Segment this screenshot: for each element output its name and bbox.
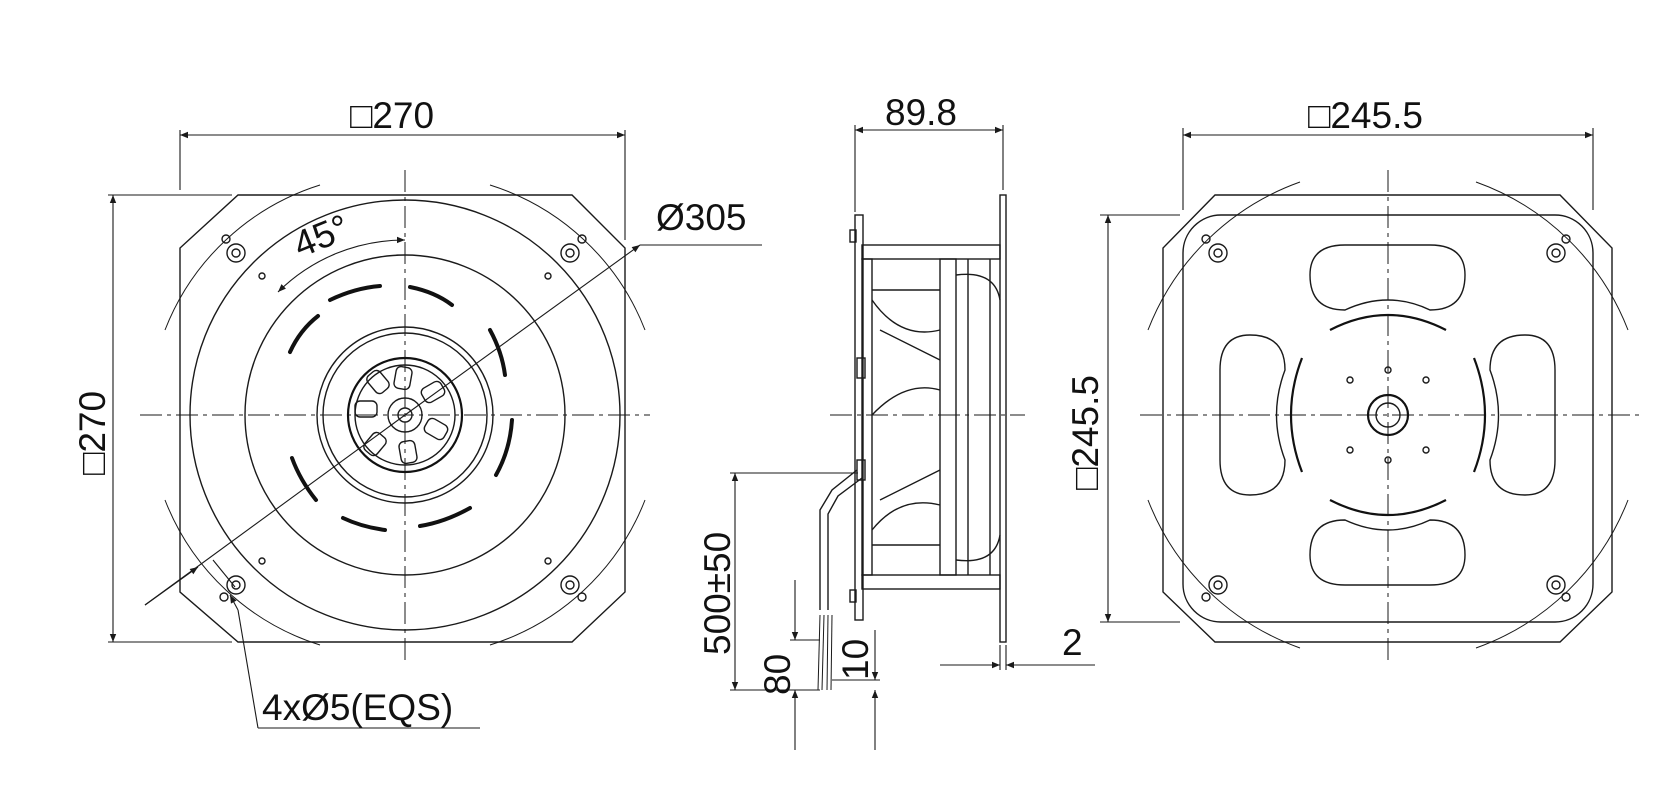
holes-label: 4xØ5(EQS) — [262, 687, 453, 728]
rear-frame — [1162, 194, 1613, 643]
hub-vanes — [354, 365, 449, 465]
wire-end-label: 10 — [835, 639, 876, 680]
front-frame — [179, 194, 626, 643]
flange-thickness-label: 2 — [1062, 622, 1083, 663]
rear-slots — [1219, 244, 1556, 586]
depth-label: 89.8 — [885, 92, 957, 133]
impeller-blades — [288, 284, 514, 532]
rear-mounting-holes — [1201, 234, 1571, 602]
cable-length-label: 500±50 — [697, 532, 738, 655]
rear-view: □245.5 □245.5 — [1065, 95, 1640, 660]
impeller-outer-ring — [189, 199, 621, 631]
side-flange — [999, 194, 1007, 643]
strip-length-label: 80 — [757, 654, 798, 695]
rear-width-label: □245.5 — [1308, 95, 1423, 136]
mounting-holes — [219, 234, 587, 602]
cable — [819, 469, 858, 610]
side-view: 89.8 500±50 80 10 2 — [697, 92, 1095, 750]
front-height-label: □270 — [72, 391, 113, 475]
rear-height-label: □245.5 — [1065, 375, 1106, 490]
front-width-label: □270 — [350, 95, 434, 136]
front-view: □270 □270 Ø305 45° 4xØ5(EQS) — [72, 95, 762, 729]
angle-label: 45° — [288, 206, 355, 265]
front-diameter-label: Ø305 — [656, 197, 747, 238]
